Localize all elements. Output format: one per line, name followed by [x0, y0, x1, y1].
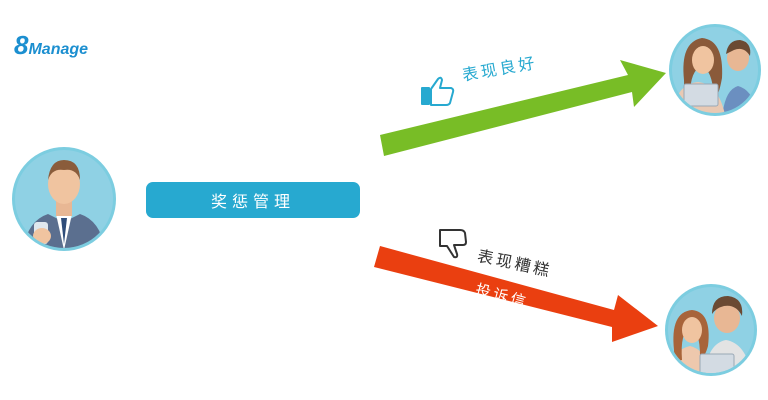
- logo-name: Manage: [28, 41, 89, 58]
- manager-avatar: [12, 147, 116, 251]
- logo-number: 8: [14, 30, 29, 60]
- thumbs-down-icon: [439, 229, 467, 259]
- bad-arrow: [374, 246, 658, 342]
- thumbs-up-icon: [421, 76, 455, 106]
- logo: 8Manage: [14, 30, 88, 61]
- reward-penalty-management-box: 奖惩管理: [146, 182, 360, 218]
- happy-clients-avatar: [669, 24, 761, 116]
- good-arrow: [380, 60, 666, 156]
- unhappy-clients-avatar: [665, 284, 757, 376]
